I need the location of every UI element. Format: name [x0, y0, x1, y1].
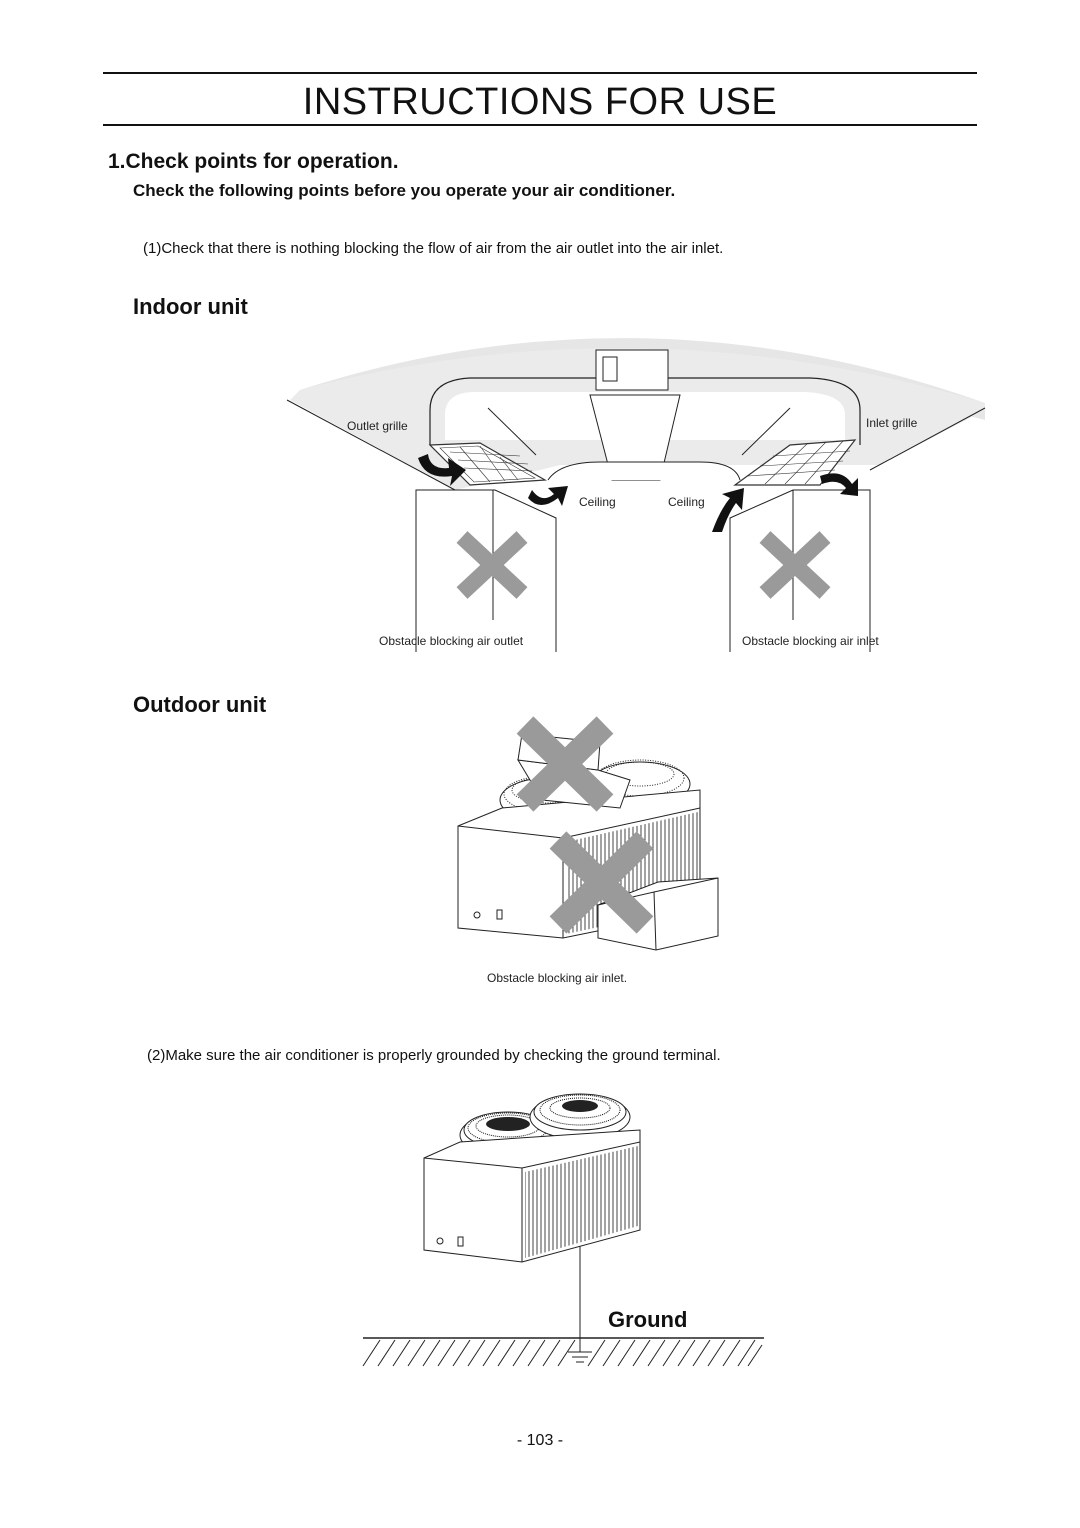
header-rule-bottom: [103, 124, 977, 126]
instruction-note-1: (1)Check that there is nothing blocking …: [143, 240, 724, 257]
cross-mark-top-icon: [516, 716, 614, 812]
indoor-unit-diagram: Outlet grille Inlet grille Ceiling Ceili…: [286, 338, 986, 652]
outdoor-unit-obstacle-diagram: Obstacle blocking air inlet.: [457, 716, 719, 985]
obstacle-inlet-label: Obstacle blocking air inlet: [742, 634, 879, 648]
cross-mark-front-icon: [549, 831, 654, 934]
obstacle-outlet-label: Obstacle blocking air outlet: [379, 634, 524, 648]
outlet-grille-label: Outlet grille: [347, 419, 408, 433]
ground-label: Ground: [608, 1307, 687, 1332]
inlet-grille: [733, 439, 857, 486]
cross-mark-outlet-icon: [456, 531, 528, 599]
outdoor-unit-heading: Outdoor unit: [133, 692, 267, 717]
airflow-arrow-icon: [418, 454, 858, 532]
page-number: - 103 -: [516, 1432, 564, 1449]
ground-symbol-icon: [568, 1351, 592, 1363]
instruction-note-2: (2)Make sure the air conditioner is prop…: [147, 1047, 721, 1064]
ground-hatching: [362, 1339, 763, 1367]
page-title: INSTRUCTIONS FOR USE: [302, 81, 778, 123]
cross-mark-inlet-icon: [759, 531, 831, 599]
inlet-grille-label: Inlet grille: [866, 416, 918, 430]
fan-icon: [529, 1093, 631, 1140]
indoor-unit-heading: Indoor unit: [133, 294, 248, 319]
header-rule-top: [103, 72, 977, 74]
section-title: 1.Check points for operation.: [108, 150, 399, 173]
air-duct: [429, 377, 861, 445]
ceiling-label-right: Ceiling: [668, 495, 705, 509]
ceiling-label-left: Ceiling: [579, 495, 616, 509]
outlet-grille: [428, 442, 548, 486]
ground-diagram: Ground: [362, 1093, 764, 1367]
outdoor-obstacle-caption: Obstacle blocking air inlet.: [487, 971, 627, 985]
section-subtitle: Check the following points before you op…: [133, 181, 676, 200]
